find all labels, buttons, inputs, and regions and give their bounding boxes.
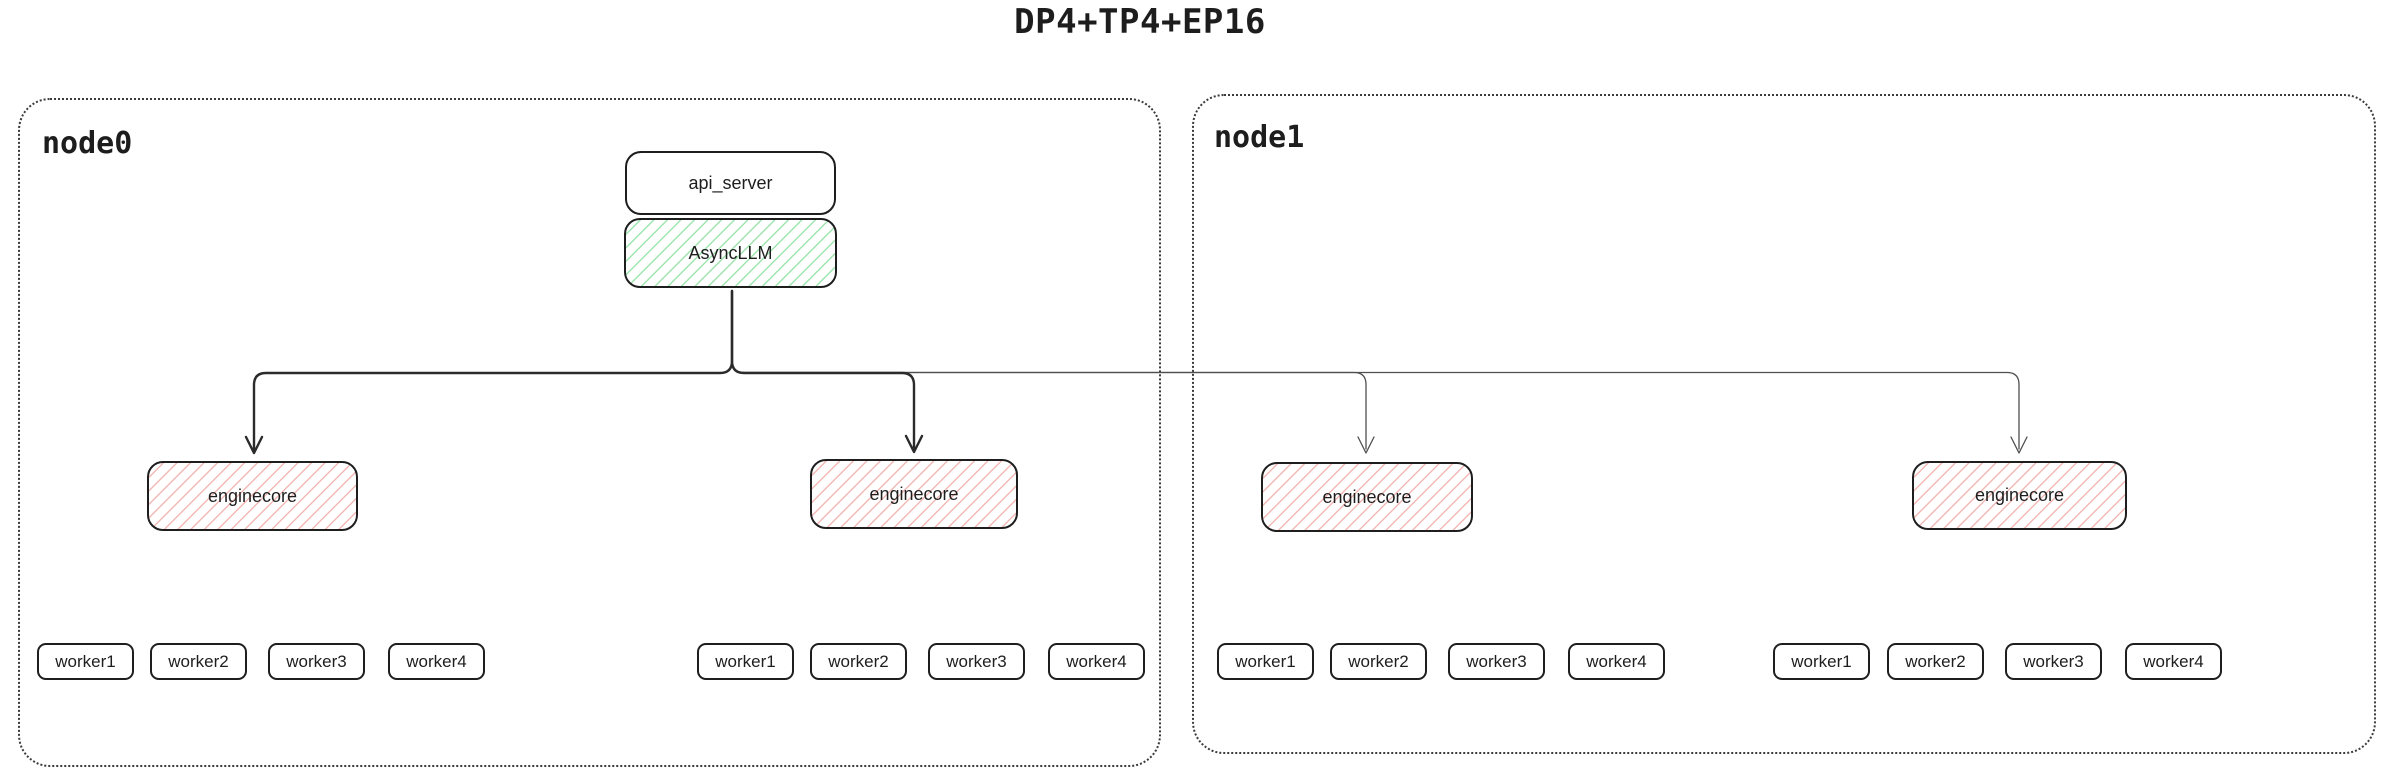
worker-box: worker4 [1048,643,1145,680]
worker-box: worker3 [2005,643,2102,680]
worker-label: worker4 [1586,651,1647,671]
worker-label: worker1 [1791,651,1852,671]
worker-box: worker3 [928,643,1025,680]
worker-label: worker2 [1905,651,1966,671]
enginecore-box-4: enginecore [1912,461,2127,530]
worker-label: worker3 [946,651,1007,671]
worker-box: worker1 [1217,643,1314,680]
worker-box: worker3 [1448,643,1545,680]
worker-label: worker1 [1235,651,1296,671]
asyncllm-box: AsyncLLM [624,218,837,288]
node0-label: node0 [42,126,133,161]
enginecore-label: enginecore [1974,485,2065,505]
enginecore-label: enginecore [869,483,959,504]
worker-box: worker2 [1330,643,1427,680]
asyncllm-label: AsyncLLM [688,242,773,263]
diagram-title: DP4+TP4+EP16 [1014,2,1266,42]
worker-label: worker1 [55,651,116,671]
worker-box: worker2 [810,643,907,680]
worker-label: worker4 [1066,651,1127,671]
worker-label: worker3 [2023,651,2084,671]
worker-label: worker3 [1466,651,1527,671]
worker-label: worker2 [1348,651,1409,671]
enginecore-box-1: enginecore [147,461,358,531]
worker-label: worker2 [828,651,889,671]
worker-box: worker1 [37,643,134,680]
node1-label: node1 [1214,120,1305,155]
api-server-label: api_server [688,172,773,193]
worker-box: worker3 [268,643,365,680]
worker-label: worker3 [286,651,347,671]
enginecore-box-2: enginecore [810,459,1018,529]
worker-box: worker2 [150,643,247,680]
worker-label: worker4 [2143,651,2204,671]
worker-box: worker4 [388,643,485,680]
api-server-box: api_server [625,151,836,215]
worker-box: worker1 [697,643,794,680]
worker-label: worker1 [715,651,776,671]
enginecore-label: enginecore [207,485,298,506]
worker-label: worker2 [168,651,229,671]
worker-box: worker1 [1773,643,1870,680]
enginecore-label: enginecore [1322,486,1412,507]
worker-label: worker4 [406,651,467,671]
worker-box: worker4 [1568,643,1665,680]
worker-box: worker2 [1887,643,1984,680]
worker-box: worker4 [2125,643,2222,680]
enginecore-box-3: enginecore [1261,462,1473,532]
